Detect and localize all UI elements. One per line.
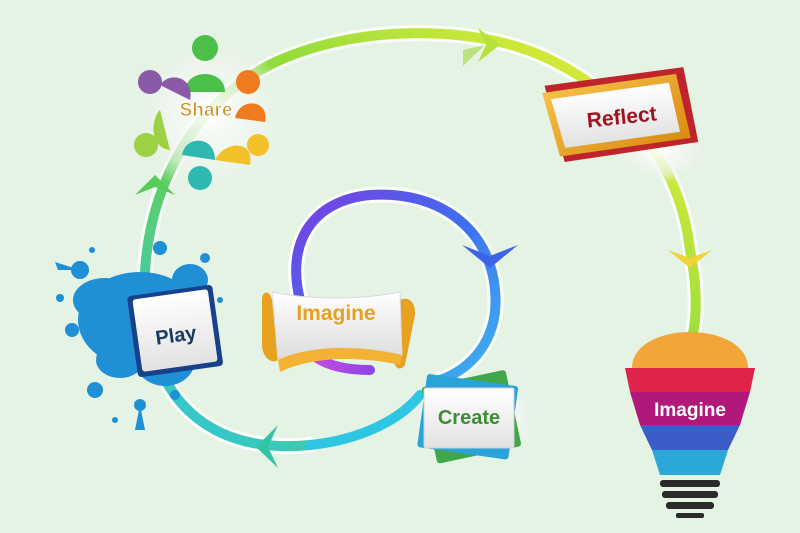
chevron-arrow-icon xyxy=(462,245,518,268)
banner-scroll-icon xyxy=(262,291,416,372)
imagine-inner-label: Imagine xyxy=(296,302,375,325)
imagine-banner: Imagine xyxy=(262,291,416,372)
create-card: Create xyxy=(417,370,542,466)
share-people-circle: Share xyxy=(130,35,290,195)
chevron-arrow-icon xyxy=(463,28,500,66)
people-circle-icon xyxy=(134,35,269,190)
imagine-bulb-label: Imagine xyxy=(654,400,726,421)
reflect-card: Reflect xyxy=(542,67,708,184)
create-label: Create xyxy=(438,407,500,429)
chevron-arrow-icon xyxy=(256,425,278,468)
chevron-arrow-icon xyxy=(135,175,175,195)
play-splash: Play xyxy=(55,241,223,430)
lightbulb-icon: Imagine xyxy=(625,332,755,518)
chevron-arrow-icon xyxy=(668,250,712,268)
share-label: Share xyxy=(180,100,233,121)
